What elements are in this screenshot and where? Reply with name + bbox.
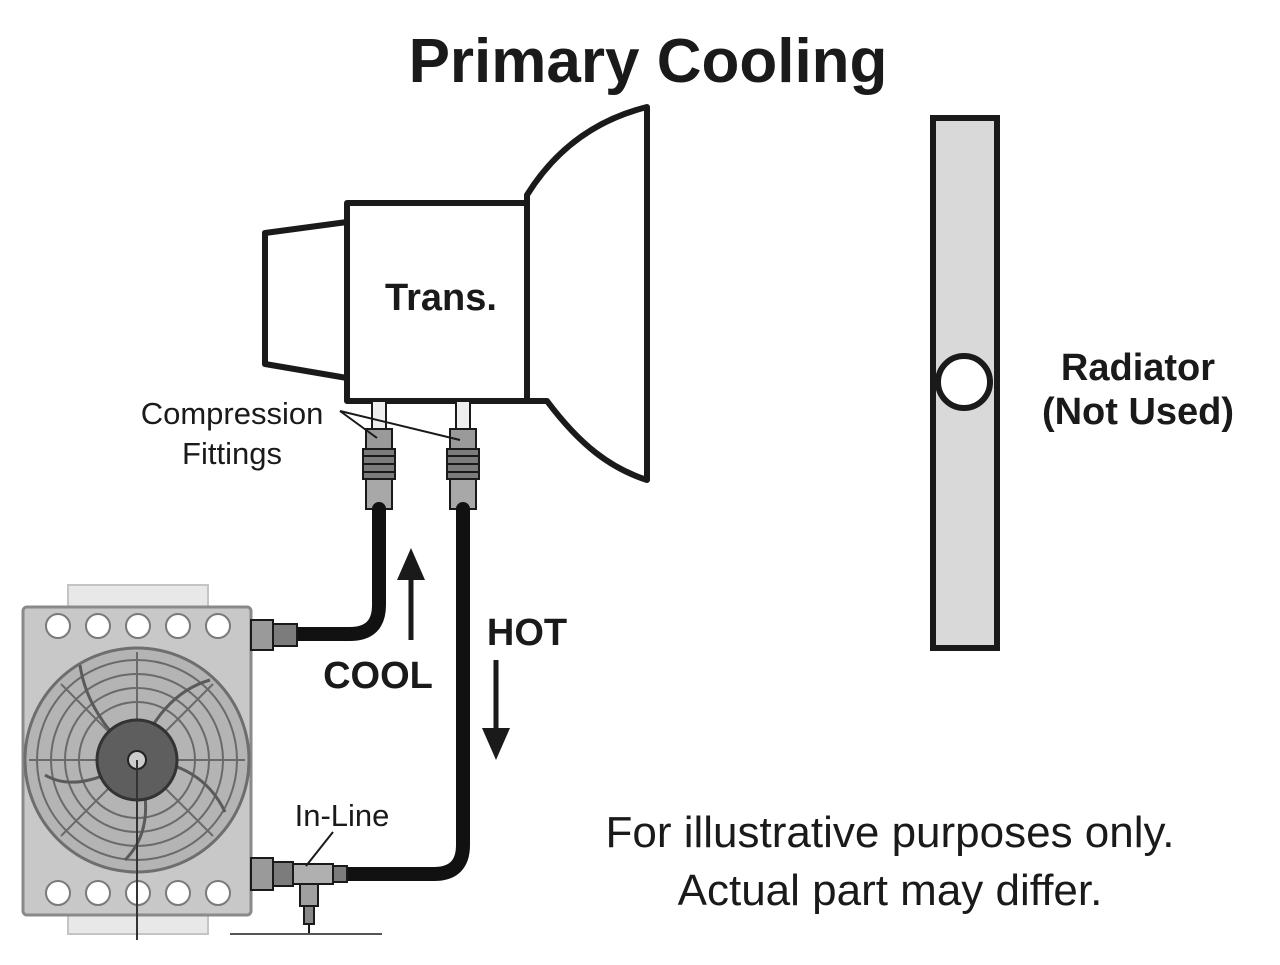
compression-fittings-label-line2: Fittings xyxy=(182,436,282,471)
disclaimer-line1: For illustrative purposes only. xyxy=(606,808,1175,857)
compression-fittings-label-line1: Compression xyxy=(141,396,324,431)
inline-label: In-Line xyxy=(295,798,390,833)
compression-fitting-right xyxy=(446,400,480,510)
inline-fitting xyxy=(292,863,348,934)
radiator-port xyxy=(935,353,993,411)
cool-flow-arrow xyxy=(397,548,425,640)
hot-flow-arrow xyxy=(482,660,510,760)
radiator-label-line2: (Not Used) xyxy=(1042,391,1234,433)
oil-cooler xyxy=(21,584,298,940)
radiator xyxy=(930,115,1000,651)
hot-hose xyxy=(339,502,470,881)
transmission-bellhousing xyxy=(524,104,650,483)
radiator-label-line1: Radiator xyxy=(1061,347,1215,389)
inline-leader-line xyxy=(305,831,334,867)
transmission-label: Trans. xyxy=(385,277,497,319)
compression-leader-lines xyxy=(339,410,461,441)
hoses xyxy=(289,502,470,881)
disclaimer-line2: Actual part may differ. xyxy=(678,866,1103,915)
cool-label: COOL xyxy=(323,655,433,697)
transmission-tailshaft xyxy=(262,219,350,381)
cool-hose xyxy=(289,502,386,641)
transmission xyxy=(262,104,650,483)
diagram-title: Primary Cooling xyxy=(409,27,888,96)
hot-label: HOT xyxy=(487,612,567,654)
